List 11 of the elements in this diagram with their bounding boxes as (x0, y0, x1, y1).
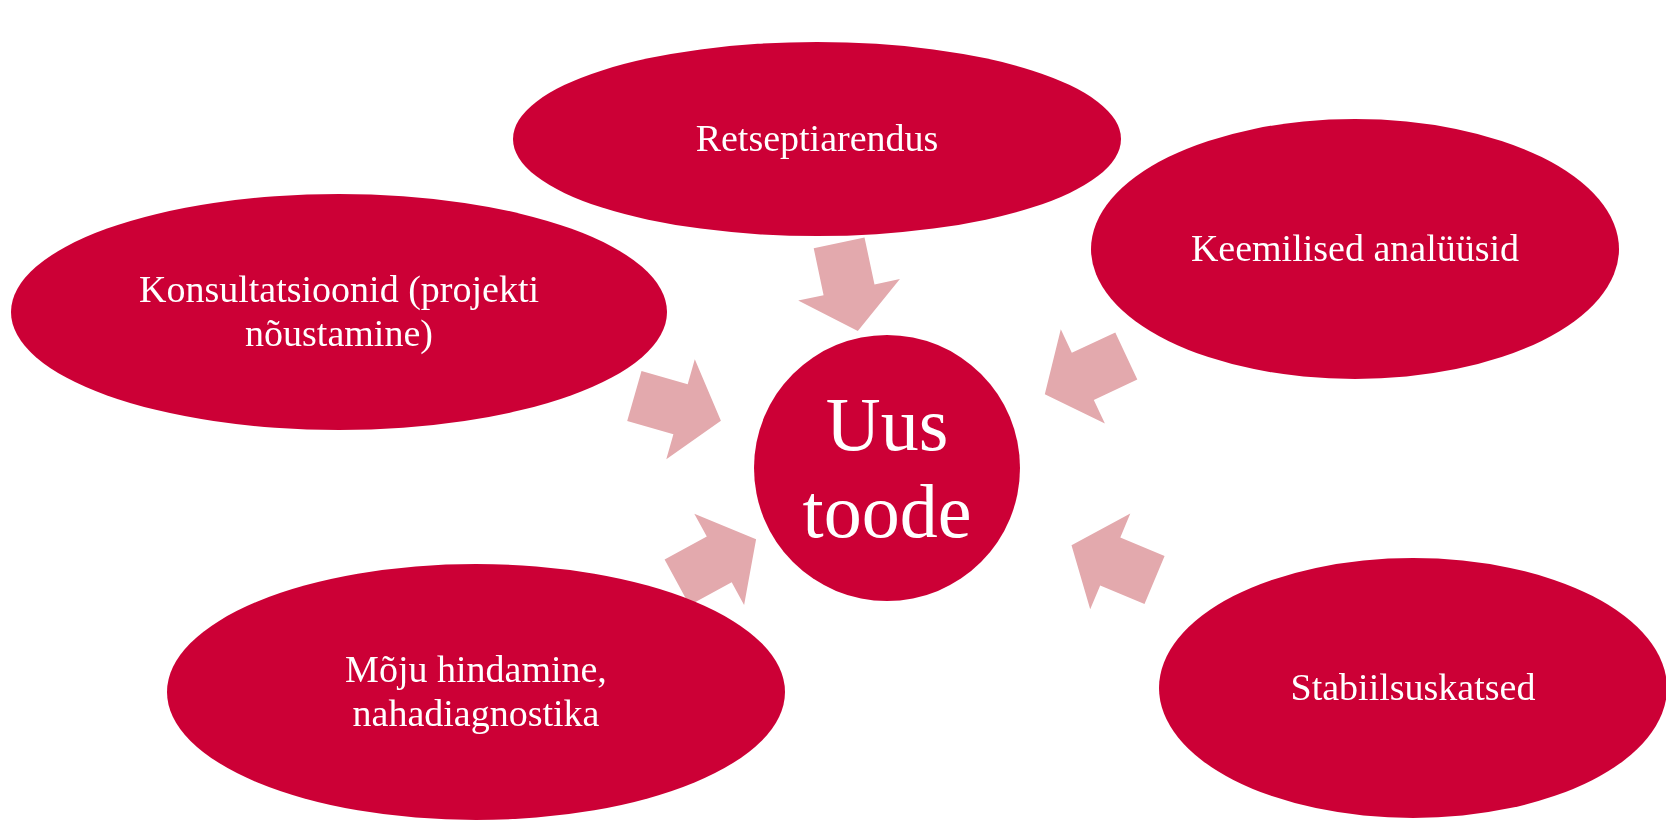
block-arrow (627, 359, 721, 460)
node-label: Konsultatsioonid (projekti nõustamine) (138, 268, 540, 356)
node-label: Mõju hindamine, nahadiagnostika (344, 648, 608, 736)
block-arrow (664, 513, 757, 606)
node-label: Uus toode (801, 380, 973, 555)
block-arrow (1071, 513, 1165, 610)
node-label: Stabiilsuskatsed (1290, 666, 1536, 710)
node-label: Keemilised analüüsid (1190, 227, 1520, 271)
block-arrow (1044, 329, 1138, 424)
node-label: Retseptiarendus (695, 117, 939, 161)
block-arrow (798, 237, 900, 331)
